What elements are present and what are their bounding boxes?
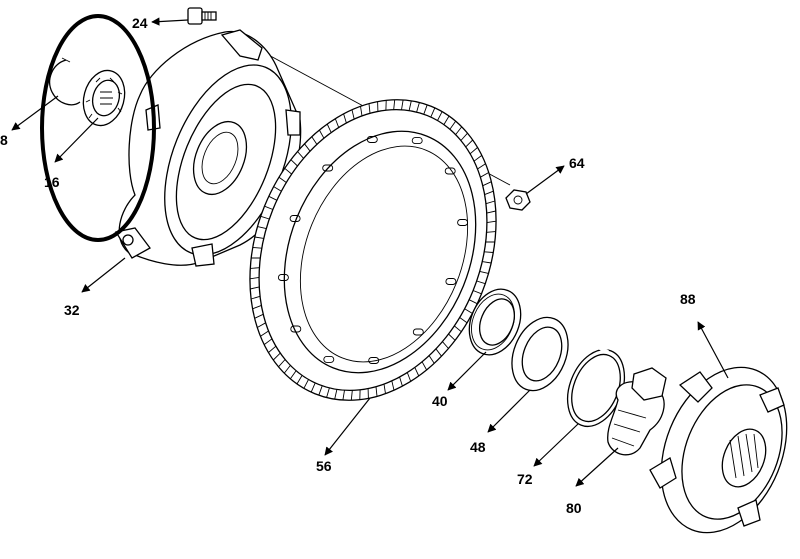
part-8-snap-ring[interactable]: [49, 57, 81, 106]
part-48-bearing-cup[interactable]: [502, 309, 579, 399]
leader-line-88: [697, 321, 729, 379]
callout-72: 72: [517, 471, 533, 487]
leader-line-48: [487, 389, 531, 433]
ring-gear-teeth: [249, 99, 497, 401]
ring-gear-slot: [289, 215, 301, 222]
leader-line-16: [54, 117, 99, 163]
ring-gear-slot: [322, 164, 334, 172]
leader-line-80: [575, 447, 619, 487]
part-32-differential-case[interactable]: [114, 29, 316, 273]
part-56-ring-gear[interactable]: [206, 62, 539, 437]
callout-80: 80: [566, 500, 582, 516]
callout-24: 24: [132, 15, 148, 31]
part-72-snap-ring[interactable]: [557, 341, 635, 435]
callout-32: 32: [64, 302, 80, 318]
callout-48: 48: [470, 439, 486, 455]
ring-gear-slot: [457, 219, 469, 226]
callout-16: 16: [44, 174, 60, 190]
callout-88: 88: [680, 291, 696, 307]
callout-64: 64: [569, 155, 585, 171]
ring-gear-slot: [323, 355, 335, 363]
part-40-bearing[interactable]: [460, 281, 530, 362]
leader-line-40: [447, 351, 487, 391]
ring-gear-slot: [277, 274, 289, 281]
part-16-side-gear[interactable]: [77, 66, 130, 130]
ring-gear-slot: [411, 137, 423, 145]
part-24-bolt[interactable]: [187, 7, 217, 25]
part-64-nut[interactable]: [505, 189, 531, 211]
ring-gear-slot: [366, 136, 378, 143]
leader-line-56: [324, 397, 371, 456]
highlight-circle: [40, 14, 156, 242]
part-88-flange[interactable]: [638, 349, 800, 552]
leader-line-72: [533, 423, 579, 467]
ring-gear-slot: [368, 357, 380, 364]
leader-line-32: [81, 257, 126, 293]
ring-gear-slot: [445, 278, 457, 285]
part-80-spider-gear[interactable]: [607, 367, 667, 456]
ring-gear-slot: [290, 325, 302, 333]
callout-56: 56: [316, 458, 332, 474]
callout-40: 40: [432, 393, 448, 409]
leader-line-24: [151, 17, 189, 26]
ring-gear-slot: [444, 167, 456, 175]
ring-gear-slot: [412, 328, 424, 336]
leader-line-8: [11, 95, 59, 131]
leader-line-64: [525, 165, 565, 195]
callout-8: 8: [0, 132, 8, 148]
